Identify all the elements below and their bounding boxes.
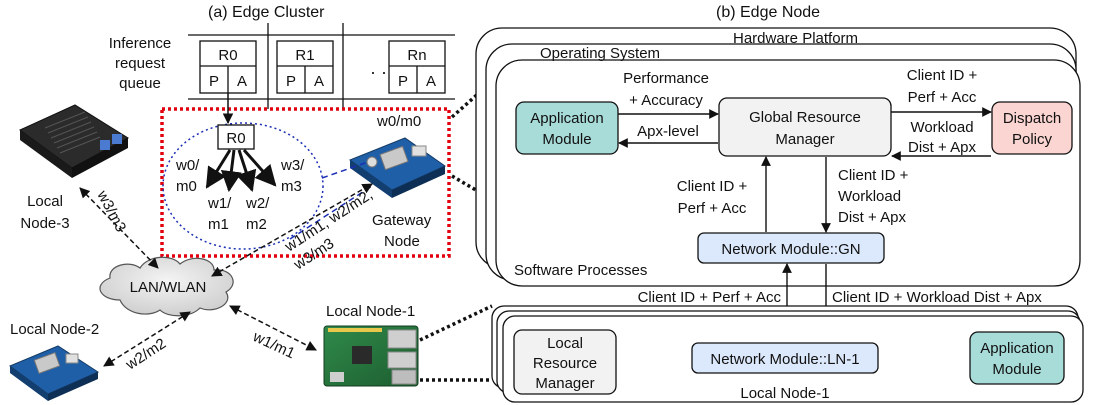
svg-text:A: A [314, 73, 324, 90]
link-node1-network [229, 305, 317, 351]
layer-os-label: Operating System [540, 45, 660, 62]
perf-acc-label-2: + Accuracy [629, 92, 703, 109]
svg-text:request: request [115, 55, 166, 72]
layer-software [495, 59, 1081, 287]
panel-b-title: (b) Edge Node [716, 4, 820, 21]
svg-text:P: P [398, 73, 408, 90]
svg-text:m2: m2 [246, 216, 267, 233]
workload-dist-label-2: Dist + Apx [908, 139, 976, 156]
svg-text:w2/: w2/ [245, 195, 270, 212]
svg-text:w0/: w0/ [175, 157, 200, 174]
grm-label-2: Manager [775, 131, 834, 148]
link-up-label: Client ID + Perf + Acc [638, 289, 782, 306]
dispatch-root-box [217, 124, 255, 150]
layer-software-label: Software Processes [514, 262, 647, 279]
svg-text:w3/: w3/ [280, 157, 305, 174]
svg-text:A: A [426, 73, 436, 90]
dispatch-policy-box [991, 101, 1073, 155]
application-module-ln-label-2: Module [992, 361, 1041, 378]
workload-label-w3: w3/ m3 [280, 157, 305, 195]
network-module-ln1-label: Network Module::LN-1 [710, 351, 859, 368]
link-node3-network [79, 187, 159, 269]
client-workload-down-label: Client ID + [838, 167, 909, 184]
workload-label-w2: w2/ m2 [245, 195, 270, 233]
client-perf-acc-up-label-2: Perf + Acc [678, 200, 747, 217]
panel-a-title: (a) Edge Cluster [208, 4, 325, 21]
local-node-3-label: Local [27, 193, 63, 210]
gateway-board-icon [348, 137, 447, 198]
application-module-ln-box [969, 331, 1065, 385]
lrm-label: Local [547, 335, 583, 352]
lrm-label-2: Resource [533, 355, 597, 372]
link-node2-network [103, 311, 191, 367]
svg-text:P: P [286, 73, 296, 90]
gateway-tag: w0/m0 [376, 113, 421, 130]
svg-text:R1: R1 [295, 47, 314, 64]
gateway-label: Gateway [372, 212, 432, 229]
perf-acc-label: Performance [623, 70, 709, 87]
network-module-gn-box [697, 232, 885, 264]
network-module-gn-label: Network Module::GN [721, 241, 860, 258]
local-node-1-board-icon [323, 325, 419, 387]
dispatch-root-label: R0 [226, 130, 245, 147]
grm-label: Global Resource [749, 109, 861, 126]
link-w2-label: w2/m2 [122, 335, 169, 374]
link-gateway-network [211, 183, 373, 277]
link-w1-label: w1/m1 [249, 328, 297, 363]
network-label: LAN/WLAN [130, 279, 207, 296]
request-rn: Rn P A [388, 40, 446, 94]
svg-text:queue: queue [119, 75, 161, 92]
svg-text:m0: m0 [176, 178, 197, 195]
local-node-1-caption: Local Node-1 [740, 385, 829, 402]
dispatch-policy-label-2: Policy [1012, 131, 1053, 148]
client-perf-acc-top-label-2: Perf + Acc [908, 89, 977, 106]
svg-text:m1: m1 [208, 216, 229, 233]
client-perf-acc-up-label: Client ID + [677, 178, 748, 195]
svg-text:Rn: Rn [407, 47, 426, 64]
application-module-label-2: Module [542, 131, 591, 148]
svg-text:w1/: w1/ [207, 195, 232, 212]
global-resource-manager-box [718, 97, 892, 157]
queue-label: Inference request queue [109, 35, 172, 92]
local-node-3-board-icon [19, 104, 129, 178]
ellipse-gateway-link [321, 161, 369, 179]
svg-text:Inference: Inference [109, 35, 172, 52]
application-module-box [515, 101, 619, 155]
application-module-label: Application [530, 110, 603, 127]
layer-hardware-label: Hardware Platform [733, 30, 858, 47]
svg-text:P: P [209, 73, 219, 90]
zoom-line-node1-top [419, 304, 493, 342]
lrm-label-3: Manager [535, 375, 594, 392]
workload-dist-label: Workload [910, 119, 973, 136]
request-r1: R1 P A [276, 40, 334, 94]
svg-text:m3: m3 [281, 178, 302, 195]
local-node-1-label: Local Node-1 [326, 303, 415, 320]
client-perf-acc-top-label: Client ID + [907, 67, 978, 84]
network-module-ln1-box [691, 342, 879, 374]
local-node-2-board-icon [8, 345, 100, 401]
local-node-2-label: Local Node-2 [10, 321, 99, 338]
workload-fanout-arrows [205, 149, 277, 193]
gateway-label-node: Node [384, 233, 420, 250]
dispatch-policy-label: Dispatch [1003, 110, 1061, 127]
client-workload-down-label-3: Dist + Apx [838, 209, 906, 226]
link-w3-label: w3/m3 [93, 187, 129, 235]
client-workload-down-label-2: Workload [838, 188, 901, 205]
svg-text:R0: R0 [218, 47, 237, 64]
zoom-line-gateway-top [450, 90, 482, 119]
application-module-ln-label: Application [980, 340, 1053, 357]
svg-text:A: A [237, 73, 247, 90]
local-resource-manager-box [513, 329, 617, 395]
workload-label-w0: w0/ m0 [175, 157, 200, 195]
workload-label-w1: w1/ m1 [207, 195, 232, 233]
apx-level-label: Apx-level [637, 123, 699, 140]
link-down-label: Client ID + Workload Dist + Apx [832, 289, 1042, 306]
local-node-3-label-2: Node-3 [20, 215, 69, 232]
request-r0: R0 P A [199, 40, 257, 94]
